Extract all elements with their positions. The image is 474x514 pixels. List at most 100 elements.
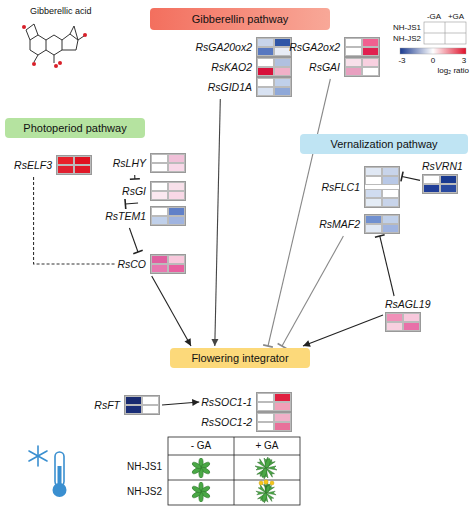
heatmap-cell <box>382 167 399 176</box>
expression-heatmap <box>150 153 186 173</box>
snowflake-icon <box>29 446 47 466</box>
heatmap-cell <box>440 184 457 193</box>
plant-drawings <box>191 457 277 503</box>
expression-heatmap <box>344 57 380 77</box>
gene-name: RsCO <box>117 258 146 270</box>
pathway-title: Vernalization pathway <box>330 138 437 150</box>
heatmap-cell <box>403 322 420 331</box>
expression-heatmap <box>56 155 92 175</box>
expression-heatmap <box>364 166 400 208</box>
expression-heatmap <box>256 412 292 432</box>
heatmap-cell <box>151 207 168 216</box>
heatmap-cell <box>440 175 457 184</box>
heatmap-cell <box>168 182 185 191</box>
gene-name: RsELF3 <box>14 159 52 171</box>
expression-heatmap <box>256 57 292 77</box>
oxygen-atoms <box>22 25 87 68</box>
heatmap-cell <box>151 264 168 273</box>
heatmap-cell <box>151 191 168 200</box>
heatmap-cell <box>362 38 379 47</box>
pathway-title: Flowering integrator <box>191 352 288 364</box>
gene-node: RsGAI <box>309 57 380 77</box>
inhibition-bar <box>124 199 126 209</box>
heatmap-cell <box>257 67 274 76</box>
pathway-title: Gibberellin pathway <box>192 13 289 25</box>
heatmap-cell <box>386 313 403 322</box>
gene-node: RsSOC1-1 <box>201 392 292 412</box>
heatmap-cell <box>74 156 91 165</box>
molecule-drawing <box>26 24 84 63</box>
gene-node: RsAGL19 <box>385 298 431 332</box>
connector <box>380 236 394 296</box>
heatmap-cell <box>151 154 168 163</box>
heatmap-cell <box>257 393 274 402</box>
heatmap-cell <box>151 182 168 191</box>
inhibition-bar <box>133 250 142 253</box>
expression-heatmap <box>150 181 186 201</box>
gene-name: RsFLC1 <box>321 181 360 193</box>
expression-heatmap <box>344 37 380 57</box>
pathway-band: Photoperiod pathway <box>5 118 145 138</box>
figure-label: +GA <box>448 12 464 21</box>
figure-label: Gibberellic acid <box>30 6 92 16</box>
heatmap-cell <box>168 163 185 172</box>
gene-node: RsGA2ox2 <box>289 37 380 57</box>
heatmap-cell <box>74 165 91 174</box>
heatmap-cell <box>168 255 185 264</box>
heatmap-cell <box>382 215 399 224</box>
figure-label: NH-JS1 <box>127 461 162 472</box>
arrow-head <box>303 340 311 347</box>
connector <box>268 79 330 346</box>
heatmap-cell <box>257 413 274 422</box>
gene-node: RsFT <box>94 395 160 415</box>
heatmap-cell <box>257 87 274 96</box>
heatmap-cell <box>365 215 382 224</box>
heatmap-cell <box>151 255 168 264</box>
gene-node: RsELF3 <box>14 155 92 175</box>
pathway-band: Gibberellin pathway <box>150 8 330 30</box>
gene-name: RsSOC1-2 <box>201 416 252 428</box>
expression-heatmap <box>422 174 458 194</box>
phenotype-table <box>168 437 300 505</box>
gene-node: RsMAF2 <box>319 214 400 234</box>
connector <box>152 276 191 346</box>
heatmap-cell <box>386 322 403 331</box>
heatmap-cell <box>125 396 142 405</box>
heatmap-cell <box>57 165 74 174</box>
legend-grid <box>424 22 466 44</box>
heatmap-cell <box>345 47 362 56</box>
heatmap-cell <box>382 224 399 233</box>
gene-name: RsMAF2 <box>319 218 360 230</box>
heatmap-cell <box>274 47 291 56</box>
gene-name: RsGI <box>122 185 146 197</box>
expression-heatmap <box>256 392 292 412</box>
pathway-band: Flowering integrator <box>170 348 310 368</box>
expression-heatmap <box>124 395 160 415</box>
connector <box>125 203 138 204</box>
heatmap-cell <box>151 163 168 172</box>
heatmap-cell <box>345 38 362 47</box>
gene-name: RsLHY <box>113 157 146 169</box>
figure-label: 0 <box>431 56 435 65</box>
heatmap-cell <box>345 58 362 67</box>
pathway-band: Vernalization pathway <box>300 134 468 154</box>
gene-name: RsGID1A <box>208 81 252 93</box>
heatmap-cell <box>257 58 274 67</box>
gene-name: RsVRN1 <box>422 160 463 172</box>
heatmap-cell <box>257 422 274 431</box>
heatmap-cell <box>257 78 274 87</box>
heatmap-cell <box>382 189 399 198</box>
gene-node: RsGI <box>122 181 186 201</box>
figure-label: 3 <box>462 56 466 65</box>
heatmap-cell <box>365 189 382 198</box>
gene-node: RsGA20ox2 <box>195 37 292 57</box>
gene-node: RsVRN1 <box>422 160 463 194</box>
heatmap-cell <box>274 402 291 411</box>
inhibition-bar <box>375 235 385 237</box>
gene-name: RsAGL19 <box>385 298 431 310</box>
expression-heatmap <box>256 77 292 97</box>
heatmap-cell <box>365 167 382 176</box>
